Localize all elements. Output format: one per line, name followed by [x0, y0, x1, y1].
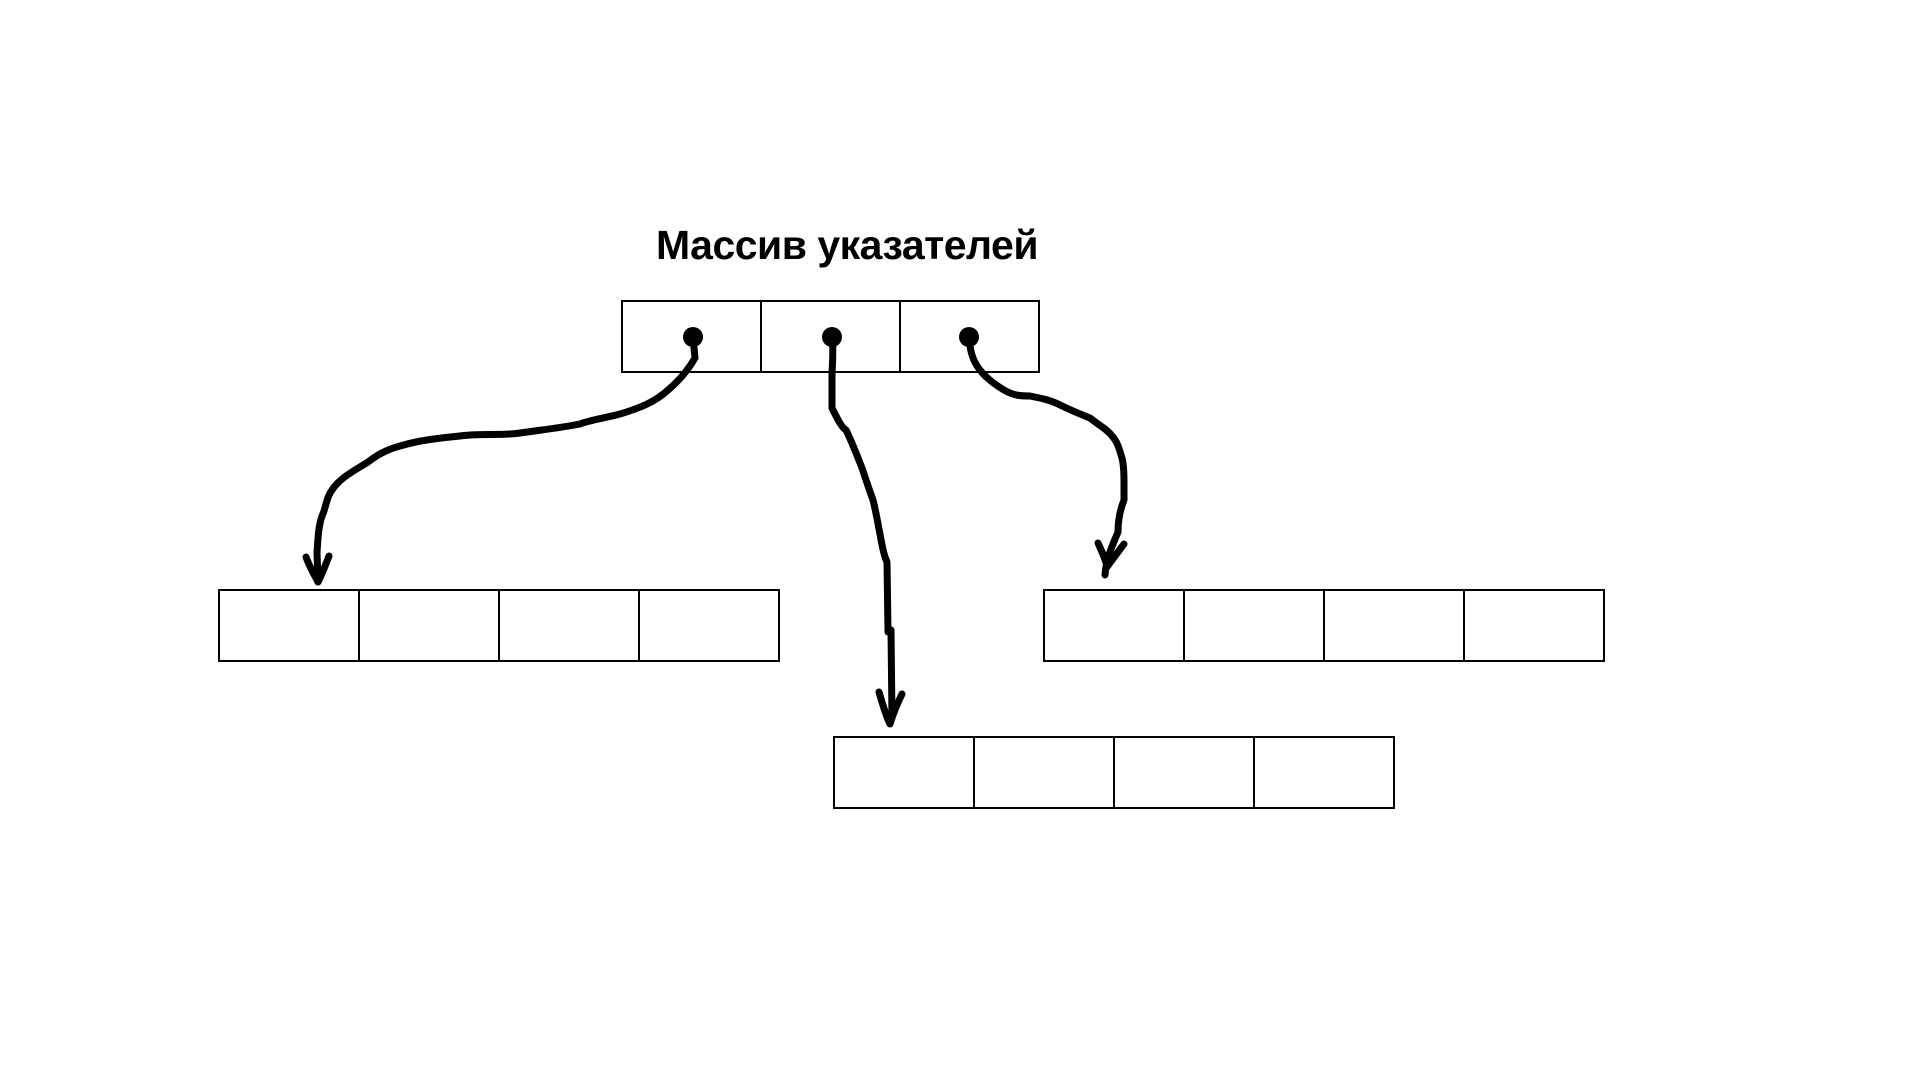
array-cell — [1113, 736, 1255, 809]
diagram-title: Массив указателей — [656, 222, 1039, 268]
array-cell — [498, 589, 640, 662]
array-cell — [973, 736, 1115, 809]
array-cell — [1253, 736, 1395, 809]
array-cell — [1463, 589, 1605, 662]
target-array-left — [218, 589, 780, 662]
pointer-arrow-right — [965, 333, 1128, 579]
array-cell — [1183, 589, 1325, 662]
pointer-array-cell — [899, 300, 1040, 373]
target-array-right — [1043, 589, 1605, 662]
array-cell — [638, 589, 780, 662]
array-cell — [1043, 589, 1185, 662]
arrowhead-left — [302, 552, 333, 586]
target-array-middle — [833, 736, 1395, 809]
array-cell — [1323, 589, 1465, 662]
array-cell — [218, 589, 360, 662]
array-cell — [833, 736, 975, 809]
arrowhead-middle — [875, 688, 906, 728]
arrowhead-right — [1094, 539, 1128, 571]
pointer-arrows — [302, 333, 1128, 728]
pointer-arrow-middle — [828, 333, 896, 722]
pointer-arrow-left — [313, 333, 699, 586]
array-cell — [358, 589, 500, 662]
